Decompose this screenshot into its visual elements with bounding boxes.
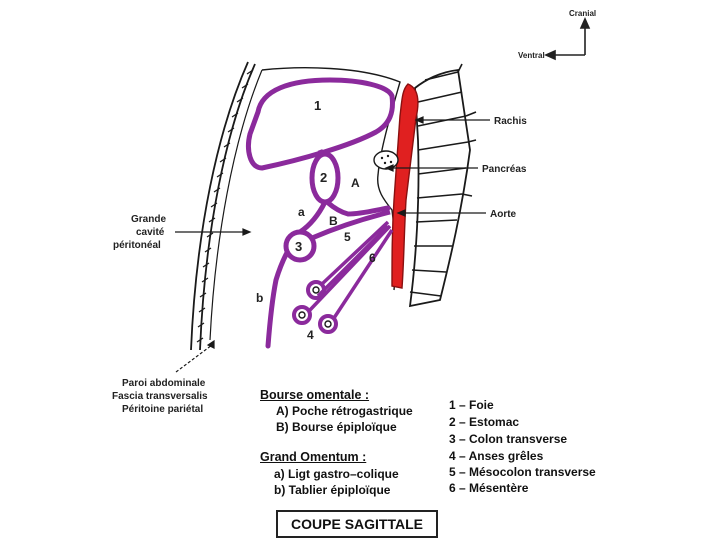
marker-liver: 1 <box>314 98 321 113</box>
paroi-line2: Fascia transversalis <box>112 391 208 402</box>
marker-colon: 3 <box>295 239 302 254</box>
legend-item-1: 1 – Foie <box>449 398 494 412</box>
aorta <box>391 83 419 289</box>
marker-stomach: 2 <box>320 170 327 185</box>
bourse-omentale-item-B: B) Bourse épiploïque <box>276 420 397 434</box>
paroi-line1: Paroi abdominale <box>122 378 206 389</box>
pancreas-label: Pancréas <box>482 164 527 175</box>
cranial-label: Cranial <box>569 9 596 18</box>
grand-omentum-item-a: a) Ligt gastro–colique <box>274 467 399 481</box>
bourse-omentale-item-A: A) Poche rétrogastrique <box>276 404 413 418</box>
grande-cavite-line1: Grande <box>131 214 166 225</box>
abdominal-wall-hatching <box>196 69 254 343</box>
pancreas <box>373 150 399 170</box>
transverse-colon <box>283 229 317 263</box>
marker-tablier-b: b <box>256 291 263 305</box>
ventral-label: Ventral <box>518 51 545 60</box>
orientation-compass <box>544 17 591 61</box>
transverse-mesocolon <box>311 209 391 241</box>
bourse-omentale-title: Bourse omentale : <box>260 388 370 402</box>
section-title: COUPE SAGITTALE <box>276 510 438 538</box>
legend-item-3: 3 – Colon transverse <box>449 432 568 446</box>
marker-anses: 4 <box>307 328 314 342</box>
legend-item-4: 4 – Anses grêles <box>449 449 544 463</box>
paroi-line3: Péritoine pariétal <box>122 404 203 415</box>
greater-omentum-folds <box>265 199 391 349</box>
marker-mesentere: 6 <box>369 251 376 265</box>
grand-omentum-item-b: b) Tablier épiploïque <box>274 483 391 497</box>
abdominal-wall <box>190 61 256 351</box>
legend-item-6: 6 – Mésentère <box>449 481 529 495</box>
mesentery <box>308 220 394 319</box>
rachis-label: Rachis <box>494 116 527 127</box>
marker-poche-A: A <box>351 176 360 190</box>
marker-bourse-B: B <box>329 214 338 228</box>
marker-ligt-a: a <box>298 205 305 219</box>
small-intestine-loops <box>292 280 338 334</box>
grand-omentum-title: Grand Omentum : <box>260 450 367 464</box>
grande-cavite-line2: cavité <box>136 227 165 238</box>
legend-item-5: 5 – Mésocolon transverse <box>449 465 596 479</box>
marker-mesocolon: 5 <box>344 230 351 244</box>
lesser-omentum <box>317 149 325 156</box>
small-intestine-lumen <box>298 286 332 328</box>
liver <box>246 77 395 171</box>
grande-cavite-line3: péritonéal <box>113 240 161 251</box>
aorte-label: Aorte <box>490 209 517 220</box>
legend-item-2: 2 – Estomac <box>449 415 520 429</box>
leader-lines <box>175 116 490 373</box>
parietal-peritoneum-line <box>209 69 263 341</box>
spine <box>408 63 477 308</box>
